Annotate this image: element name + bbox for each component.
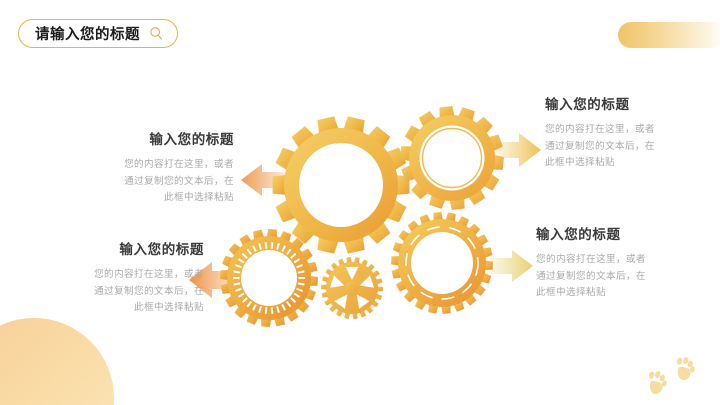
arrow-right-bottom [480, 250, 533, 282]
text-block-left-top: 输入您的标题 您的内容打在这里，或者 通过复制您的文本后，在 此框中选择粘贴 [52, 128, 234, 207]
block-heading: 输入您的标题 [536, 227, 621, 242]
arrow-left-top [241, 164, 296, 196]
slide-title-pill[interactable]: 请输入您的标题 [18, 19, 178, 48]
text-block-left-bottom: 输入您的标题 您的内容打在这里，或者 通过复制您的文本后，在 此框中选择粘贴 [22, 238, 204, 317]
gear-small-star [321, 257, 383, 319]
gear-large-center [272, 116, 410, 254]
gear-top-right [400, 106, 504, 210]
top-right-bar-decoration [618, 22, 720, 48]
block-body: 您的内容打在这里，或者 通过复制您的文本后，在 此框中选择粘贴 [536, 254, 646, 298]
block-heading: 输入您的标题 [119, 242, 204, 257]
block-body: 您的内容打在这里，或者 通过复制您的文本后，在 此框中选择粘贴 [124, 159, 234, 203]
block-heading: 输入您的标题 [545, 97, 630, 112]
page-title: 请输入您的标题 [35, 27, 140, 43]
gear-bottom-left [220, 229, 318, 327]
text-block-right-top: 输入您的标题 您的内容打在这里，或者 通过复制您的文本后，在 此框中选择粘贴 [545, 93, 717, 172]
block-body: 您的内容打在这里，或者 通过复制您的文本后，在 此框中选择粘贴 [545, 124, 655, 168]
gear-mid-right [391, 212, 493, 314]
block-heading: 输入您的标题 [149, 132, 234, 147]
block-body: 您的内容打在这里，或者 通过复制您的文本后，在 此框中选择粘贴 [94, 269, 204, 313]
paw-print-decoration [649, 357, 695, 395]
text-block-right-bottom: 输入您的标题 您的内容打在这里，或者 通过复制您的文本后，在 此框中选择粘贴 [536, 223, 711, 302]
search-icon[interactable] [149, 26, 164, 41]
corner-circle-decoration [0, 318, 114, 405]
arrow-right-top [486, 133, 541, 167]
